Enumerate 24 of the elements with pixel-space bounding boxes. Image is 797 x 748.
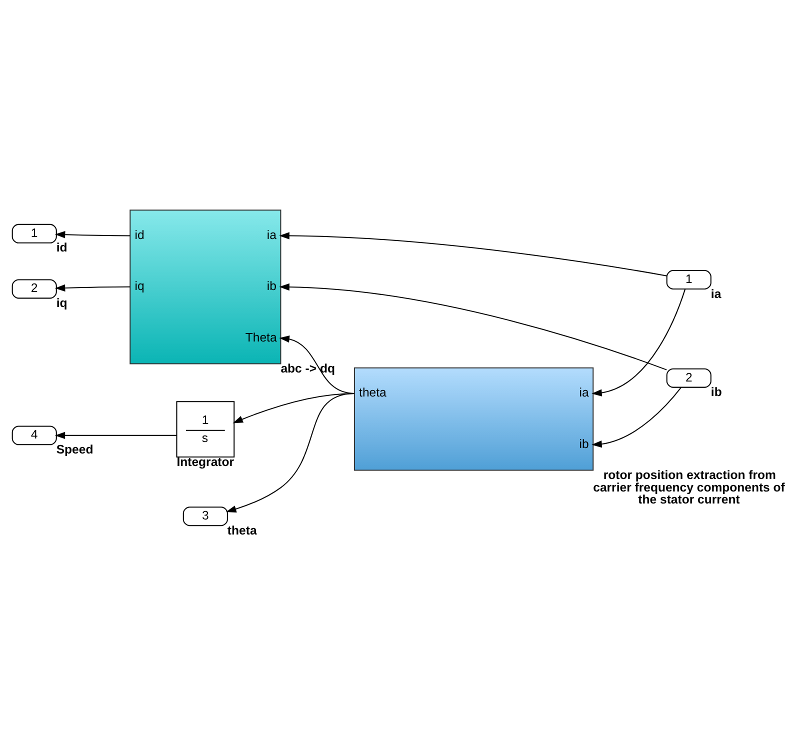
arrow [226,392,354,512]
node-box: 1 [666,270,712,289]
arrow [592,288,686,396]
node-box: 1 s [176,400,235,457]
arrow [592,386,682,448]
node-label: id [56,240,68,254]
node-box: 2 [12,278,57,298]
node-label: abc -> dq [280,361,335,376]
node-label: rotor position extraction from carrier frequency components of the stator current [593,468,785,506]
node-box: 4 [12,425,57,445]
node-label: ib [710,384,722,399]
node-label: Integrator [176,454,234,468]
node-box: 3 [182,506,228,526]
node-box: 1 [12,223,57,243]
arrow [54,230,130,238]
arrow [279,282,667,370]
node-label: Speed [56,442,94,456]
node-label: ia [710,286,722,300]
arrow [54,431,176,439]
node-label: iq [56,296,68,310]
arrow [54,284,130,292]
arrow [279,232,667,276]
node-label: theta [227,522,257,537]
node-box: id ia iq ib Theta [130,209,282,364]
